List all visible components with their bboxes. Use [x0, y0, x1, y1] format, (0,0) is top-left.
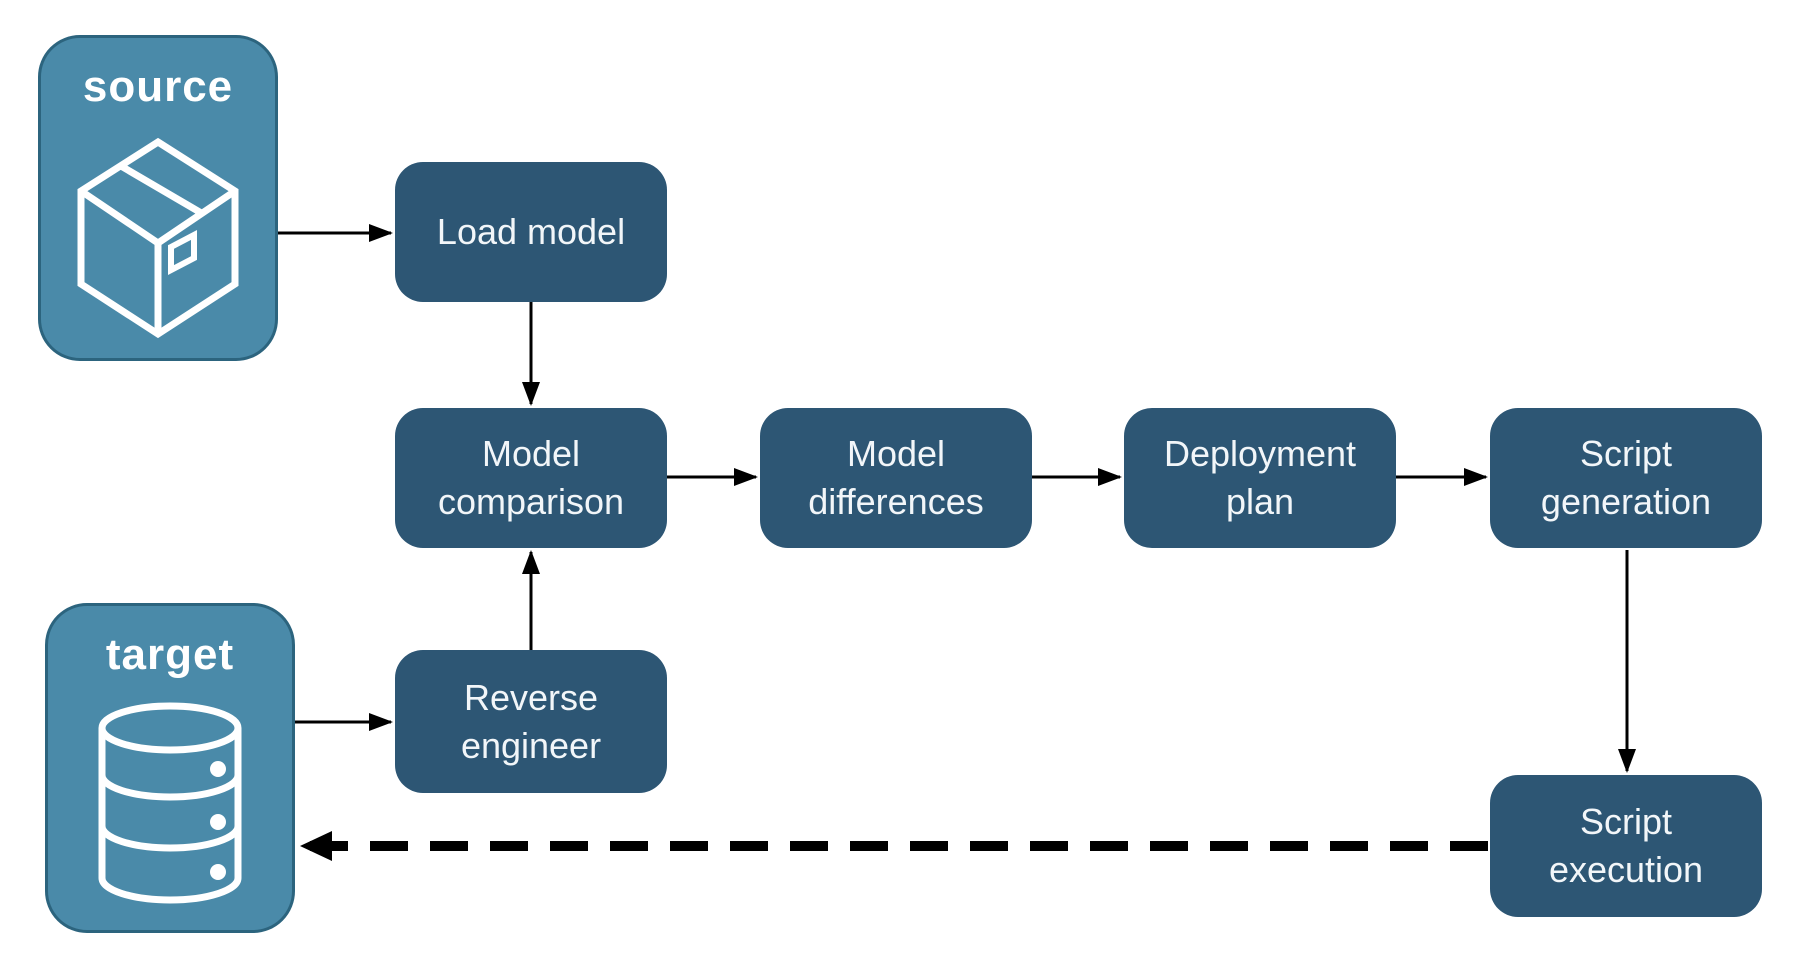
node-load-model: Load model: [395, 162, 667, 302]
node-model-comparison: Model comparison: [395, 408, 667, 548]
node-script-generation: Script generation: [1490, 408, 1762, 548]
node-script-execution: Script execution: [1490, 775, 1762, 917]
source-label: source: [82, 62, 234, 111]
node-deployment-plan: Deployment plan: [1124, 408, 1396, 548]
database-icon: [97, 702, 243, 904]
target-label: target: [105, 630, 235, 679]
node-reverse-engineer: Reverse engineer: [395, 650, 667, 793]
endpoint-target: target: [45, 603, 295, 933]
package-icon: [73, 134, 243, 342]
node-model-differences: Model differences: [760, 408, 1032, 548]
endpoint-source: source: [38, 35, 278, 361]
